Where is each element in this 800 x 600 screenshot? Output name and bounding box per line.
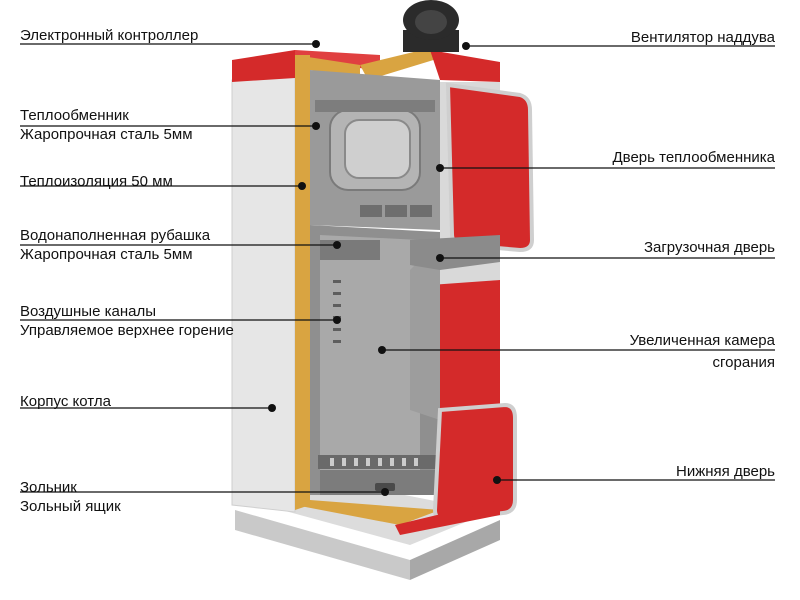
- label-hx-door-text: Дверь теплообменника: [612, 149, 776, 166]
- label-fan-text: Вентилятор наддува: [630, 29, 775, 46]
- label-combustion-chamber: Увеличенная камера сгорания: [630, 330, 775, 374]
- label-lower-door-text: Нижняя дверь: [676, 463, 775, 480]
- label-insulation: Теплоизоляция 50 мм: [20, 172, 173, 191]
- label-combustion-chamber-sub: сгорания: [712, 354, 775, 371]
- leader-lines: [20, 43, 775, 493]
- fan-icon: [403, 0, 459, 52]
- label-heat-exchanger-title: Теплообменник: [20, 107, 129, 124]
- label-water-jacket-sub: Жаропрочная сталь 5мм: [20, 246, 193, 263]
- label-boiler-body-text: Корпус котла: [20, 393, 111, 410]
- combustion-chamber: [310, 225, 440, 495]
- label-hx-door: Дверь теплообменника: [613, 148, 776, 167]
- label-air-channels: Воздушные каналы Управляемое верхнее гор…: [20, 302, 234, 340]
- label-controller: Электронный контроллер: [20, 26, 198, 45]
- label-ash: Зольник Зольный ящик: [20, 478, 121, 516]
- label-heat-exchanger-sub: Жаропрочная сталь 5мм: [20, 126, 193, 143]
- lower-door: [432, 402, 517, 523]
- label-air-channels-title: Воздушные каналы: [20, 303, 156, 320]
- top-cap-right: [430, 50, 500, 82]
- label-heat-exchanger: Теплообменник Жаропрочная сталь 5мм: [20, 106, 193, 144]
- label-boiler-body: Корпус котла: [20, 392, 111, 411]
- label-loading-door-text: Загрузочная дверь: [643, 239, 775, 256]
- label-insulation-text: Теплоизоляция 50 мм: [20, 173, 173, 190]
- bottom-red-strip: [395, 500, 500, 535]
- leader-dots: [268, 40, 501, 496]
- label-water-jacket: Водонаполненная рубашка Жаропрочная стал…: [20, 226, 210, 264]
- label-combustion-chamber-title: Увеличенная камера: [629, 332, 775, 349]
- label-loading-door: Загрузочная дверь: [644, 238, 775, 257]
- label-ash-sub: Зольный ящик: [20, 498, 121, 515]
- label-water-jacket-title: Водонаполненная рубашка: [20, 227, 211, 244]
- label-ash-title: Зольник: [20, 479, 77, 496]
- label-controller-text: Электронный контроллер: [20, 27, 199, 44]
- label-lower-door: Нижняя дверь: [676, 462, 775, 481]
- label-fan: Вентилятор наддува: [631, 28, 775, 47]
- loading-door: [410, 235, 500, 270]
- label-air-channels-sub: Управляемое верхнее горение: [20, 322, 234, 339]
- insulation-layer: [295, 48, 440, 525]
- heat-exchanger: [310, 70, 440, 230]
